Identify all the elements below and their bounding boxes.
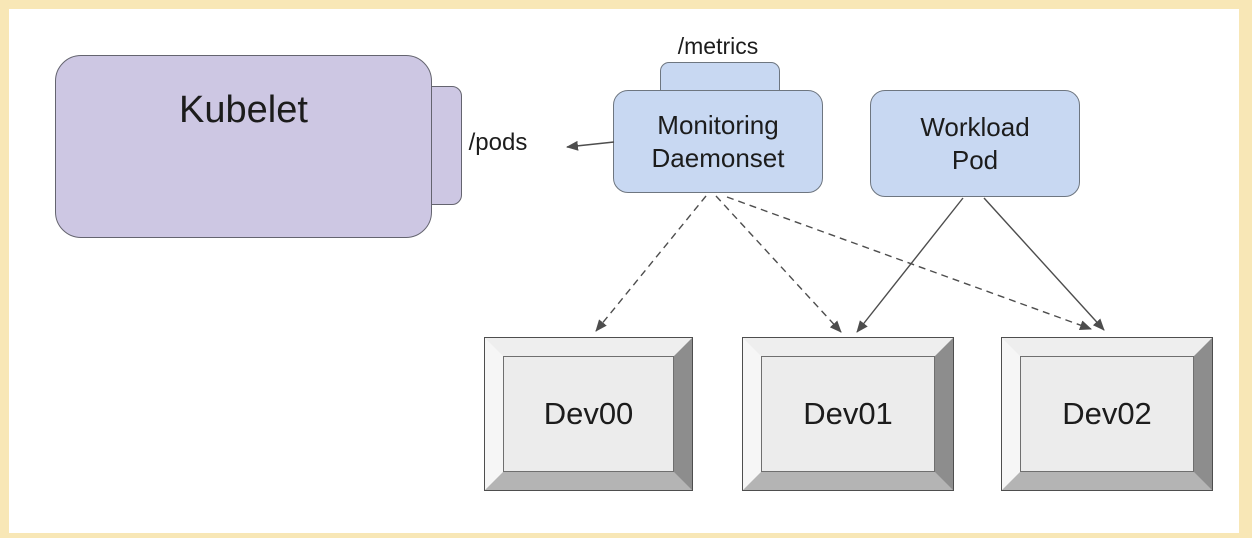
edge-monitoring-to-dev01 [715,195,842,333]
edge-monitoring-to-dev02 [726,196,1092,330]
metrics-endpoint-label: /metrics [677,33,759,59]
workload-pod-label-line1: Workload [920,111,1030,142]
device-node-dev01: Dev01 [742,337,954,491]
device-label-dev00: Dev00 [503,356,674,472]
kubelet-label: Kubelet [179,89,308,131]
kubelet-node [55,55,432,238]
device-node-dev00: Dev00 [484,337,693,491]
edge-workload-to-dev02 [983,197,1105,331]
edge-workload-to-dev01 [856,197,964,333]
device-node-dev02: Dev02 [1001,337,1213,491]
monitoring-daemonset-label-line2: Daemonset [651,142,785,173]
monitoring-daemonset-node: Monitoring Daemonset [613,90,823,193]
edge-monitoring-to-kubelet-pods [566,140,615,151]
workload-pod-node: Workload Pod [870,90,1080,197]
monitoring-daemonset-label-line1: Monitoring [657,109,779,140]
workload-pod-label-line2: Pod [951,144,999,175]
device-label-dev01: Dev01 [761,356,935,472]
device-label-dev02: Dev02 [1020,356,1194,472]
pods-endpoint-label: /pods [468,129,528,156]
edge-monitoring-to-dev00 [595,195,707,332]
